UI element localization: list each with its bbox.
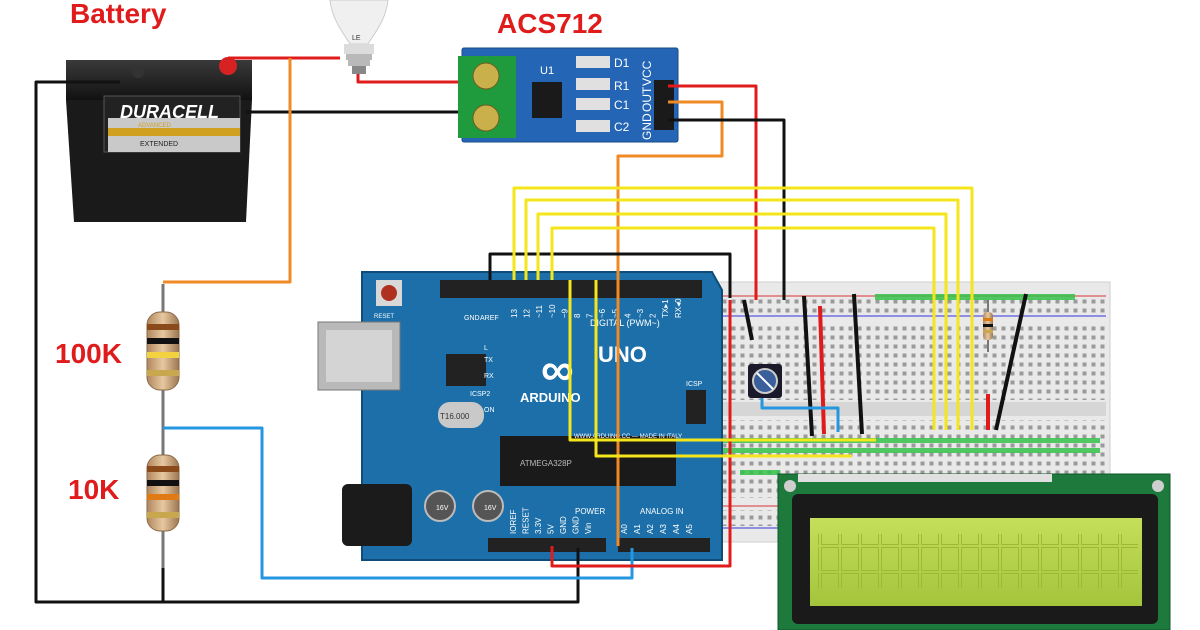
reset-label: RESET: [374, 314, 394, 320]
breadboard-green-holes: [720, 294, 1100, 475]
cap2-label: 16V: [484, 505, 497, 512]
digital-pin-label: 7: [586, 313, 595, 318]
digital-pin-label: 2: [649, 313, 658, 318]
resistor-100k-label: 100K: [55, 338, 122, 369]
analog-pin-labels: A0 A1 A2 A3 A4 A5: [620, 524, 694, 534]
acs-pin-gnd: GND: [640, 113, 654, 140]
arduino-uno-board: ∞ ARDUINO UNO DIGITAL (PWM~) WWW.ARDUINO…: [317, 271, 723, 561]
acs-pin-vcc: VCC: [640, 60, 654, 86]
battery-brand: DURACELL: [120, 102, 219, 122]
resistor-10k-label: 10K: [68, 474, 120, 505]
acs-pin-out: OUT: [640, 86, 654, 112]
battery-sub: ADVANCED: [138, 123, 172, 129]
acs712-label: ACS712: [497, 8, 603, 39]
power-pin-label: GND: [572, 516, 581, 534]
crystal-label: T16.000: [440, 412, 470, 421]
power-pin-label: 3.3V: [534, 517, 543, 534]
digital-pin-label: 12: [523, 309, 532, 318]
power-pin-label: Vin: [584, 523, 593, 534]
l-label: L: [484, 345, 488, 352]
bulb-text: LE: [352, 35, 361, 42]
resistor-100k: [146, 284, 180, 420]
digital-pin-label: 4: [623, 313, 632, 318]
battery: DURACELL ADVANCED EXTENDED: [66, 57, 252, 222]
analog-pin-label: A5: [685, 524, 694, 534]
analog-pin-label: A1: [633, 524, 642, 534]
analog-pin-label: A3: [659, 524, 668, 534]
arduino-model: UNO: [598, 342, 647, 367]
icsp-label-right: ICSP: [686, 381, 703, 388]
analog-pin-label: A4: [672, 524, 681, 534]
bulb-icon: LE: [329, 0, 389, 74]
board-url: WWW.ARDUINO.CC — MADE IN ITALY: [574, 434, 682, 440]
power-title: POWER: [575, 507, 605, 516]
analog-pin-label: A2: [646, 524, 655, 534]
wires: [34, 56, 1028, 604]
power-pin-label: GND: [559, 516, 568, 534]
chip-label: ATMEGA328P: [520, 459, 572, 468]
rx-label: RX: [484, 373, 494, 380]
digital-title: DIGITAL (PWM~): [590, 318, 660, 328]
top-gnd-label: GND: [464, 315, 480, 322]
digital-pin-label: TX▸1: [661, 299, 670, 318]
digital-pin-label: ~5: [611, 308, 620, 318]
tx-label: TX: [484, 357, 493, 364]
analog-title: ANALOG IN: [640, 507, 684, 516]
arduino-logo-icon: ∞: [541, 343, 574, 395]
analog-pin-label: A0: [620, 524, 629, 534]
battery-label: Battery: [70, 0, 167, 29]
battery-sub2: EXTENDED: [140, 141, 178, 148]
acs-chip-label: U1: [540, 65, 554, 77]
icsp-label: ICSP2: [470, 391, 490, 398]
power-pin-label: RESET: [522, 507, 531, 534]
digital-pin-label: ~6: [598, 308, 607, 318]
lcd-16x2: [777, 473, 1171, 630]
resistor-10k: [146, 420, 180, 568]
breadboard-resistor: [983, 300, 993, 352]
acs-part-c1: C1: [614, 98, 630, 112]
digital-pin-label: ~10: [548, 304, 557, 318]
digital-pin-label: ~9: [560, 308, 569, 318]
digital-pin-label: 13: [510, 309, 519, 318]
digital-pin-label: RX◂0: [674, 298, 683, 318]
digital-pin-label: 8: [573, 313, 582, 318]
acs-part-r1: R1: [614, 79, 630, 93]
acs-part-c2: C2: [614, 120, 630, 134]
digital-pin-label: ~3: [636, 308, 645, 318]
power-pin-label: 5V: [547, 524, 556, 534]
cap1-label: 16V: [436, 505, 449, 512]
arduino-brand: ARDUINO: [520, 390, 581, 405]
acs-part-d1: D1: [614, 56, 630, 70]
on-label: ON: [484, 407, 495, 414]
power-pin-label: IOREF: [509, 509, 518, 534]
acs712-module: U1 D1 R1 C1 C2 VCC OUT GND: [458, 47, 679, 143]
potentiometer: [748, 364, 782, 398]
digital-pin-label: ~11: [535, 304, 544, 318]
aref-label: AREF: [480, 315, 499, 322]
